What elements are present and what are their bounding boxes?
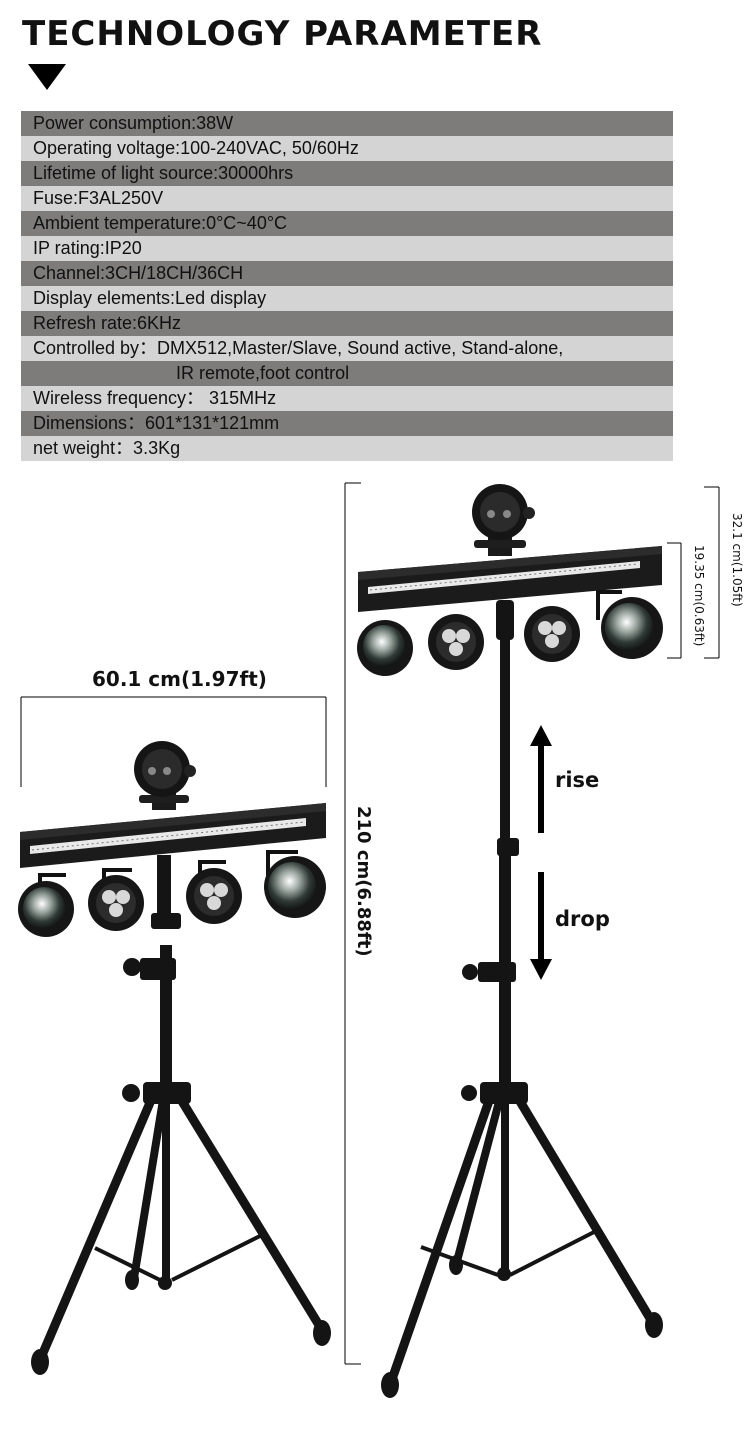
height-dimension-bracket: [344, 482, 361, 1365]
tripod-stand-right: [381, 600, 663, 1398]
page-title: TECHNOLOGY PARAMETER: [22, 14, 543, 54]
spec-row: Dimensions：601*131*121mm: [21, 411, 673, 436]
spec-row: IR remote,foot control: [21, 361, 673, 386]
par-lights-right: [357, 590, 663, 676]
spec-row: Wireless frequency： 315MHz: [21, 386, 673, 411]
spec-row: Power consumption:38W: [21, 111, 673, 136]
down-triangle-icon: [28, 64, 66, 90]
bar-height-label: 19.35 cm(0.63ft): [692, 545, 706, 647]
head-height-bracket: [704, 486, 720, 659]
derby-head-right: [472, 484, 535, 556]
par-lights-left: [18, 850, 326, 937]
drop-label: drop: [555, 907, 610, 931]
spec-row: Ambient temperature:0°C~40°C: [21, 211, 673, 236]
width-dimension-label: 60.1 cm(1.97ft): [92, 667, 267, 691]
width-dimension-bracket: [20, 696, 327, 787]
light-bar-on-tripod-left: [18, 741, 331, 1375]
light-bar-on-tripod-right: [357, 484, 663, 1398]
spec-row: Refresh rate:6KHz: [21, 311, 673, 336]
led-bar-left: [20, 803, 326, 868]
spec-row: IP rating:IP20: [21, 236, 673, 261]
spec-row: Operating voltage:100-240VAC, 50/60Hz: [21, 136, 673, 161]
rise-arrow-icon: [530, 725, 552, 833]
rise-label: rise: [555, 768, 600, 792]
spec-row: Lifetime of light source:30000hrs: [21, 161, 673, 186]
spec-table: Power consumption:38W Operating voltage:…: [21, 111, 673, 461]
spec-row: Channel:3CH/18CH/36CH: [21, 261, 673, 286]
spec-row: Controlled by：DMX512,Master/Slave, Sound…: [21, 336, 673, 361]
height-dimension-label: 210 cm(6.88ft): [353, 806, 374, 957]
tripod-stand-left: [31, 855, 331, 1375]
led-bar-right: [358, 546, 662, 612]
derby-head-left: [134, 741, 196, 810]
drop-arrow-icon: [530, 872, 552, 980]
spec-row: Fuse:F3AL250V: [21, 186, 673, 211]
head-height-label: 32.1 cm(1.05ft): [730, 513, 744, 607]
spec-row: Display elements:Led display: [21, 286, 673, 311]
bar-height-bracket: [667, 542, 682, 659]
spec-row: net weight：3.3Kg: [21, 436, 673, 461]
